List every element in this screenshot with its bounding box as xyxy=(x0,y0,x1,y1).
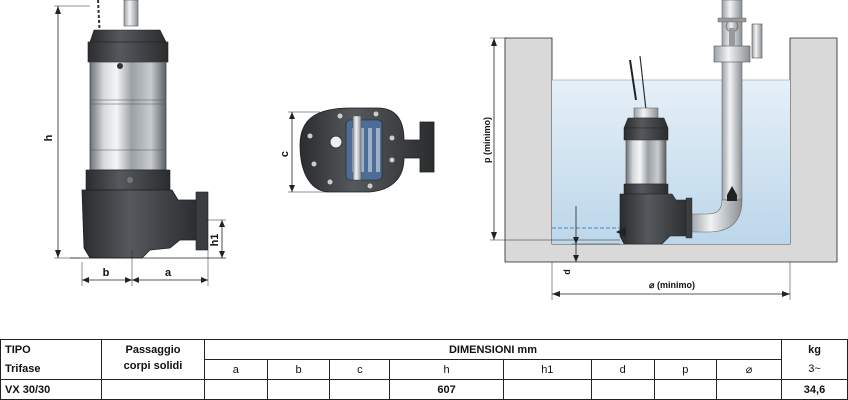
dimension-h: h xyxy=(43,5,90,259)
col-b: b xyxy=(266,359,331,380)
dimension-diameter: ⌀ (minimo) xyxy=(551,262,791,300)
header-trifase: Trifase xyxy=(0,359,102,380)
col-diameter: ⌀ xyxy=(716,359,782,380)
col-h1: h1 xyxy=(502,359,592,380)
table-row: VX 30/30 607 34,6 xyxy=(0,379,848,400)
col-a: a xyxy=(204,359,268,380)
pump-installation-drawing: h h1 b a c xyxy=(43,0,838,300)
dimension-table: TIPO Passaggio DIMENSIONI mm kg Trifase … xyxy=(0,339,848,400)
pump-top-view xyxy=(299,107,435,193)
label-p: p (minimo) xyxy=(482,117,492,163)
header-corpi-solidi: corpi solidi xyxy=(101,359,205,380)
row-tipo: VX 30/30 xyxy=(0,379,102,400)
dimension-p: p (minimo) xyxy=(482,37,620,241)
sump-installation xyxy=(504,0,838,263)
header-phase: 3~ xyxy=(781,359,848,380)
col-d: d xyxy=(590,359,655,380)
label-a: a xyxy=(165,267,172,279)
dimension-a-b: b a xyxy=(81,250,209,286)
dimension-h1: h1 xyxy=(206,219,226,258)
pump-front-view xyxy=(70,0,226,259)
col-h: h xyxy=(389,359,504,380)
dimension-c: c xyxy=(279,111,330,193)
col-p: p xyxy=(653,359,718,380)
label-b: b xyxy=(103,267,110,279)
header-passaggio: Passaggio xyxy=(101,339,205,360)
header-tipo: TIPO xyxy=(0,339,102,360)
label-c: c xyxy=(279,151,291,157)
label-d: d xyxy=(562,269,572,275)
dimension-d: d xyxy=(562,206,620,275)
header-kg: kg xyxy=(781,339,848,360)
col-c: c xyxy=(329,359,391,380)
row-kg: 34,6 xyxy=(781,379,848,400)
header-dimensioni: DIMENSIONI mm xyxy=(204,339,782,360)
label-h1: h1 xyxy=(209,234,221,247)
label-h: h xyxy=(43,134,55,141)
label-diameter: ⌀ (minimo) xyxy=(649,280,695,290)
row-h: 607 xyxy=(389,379,504,400)
